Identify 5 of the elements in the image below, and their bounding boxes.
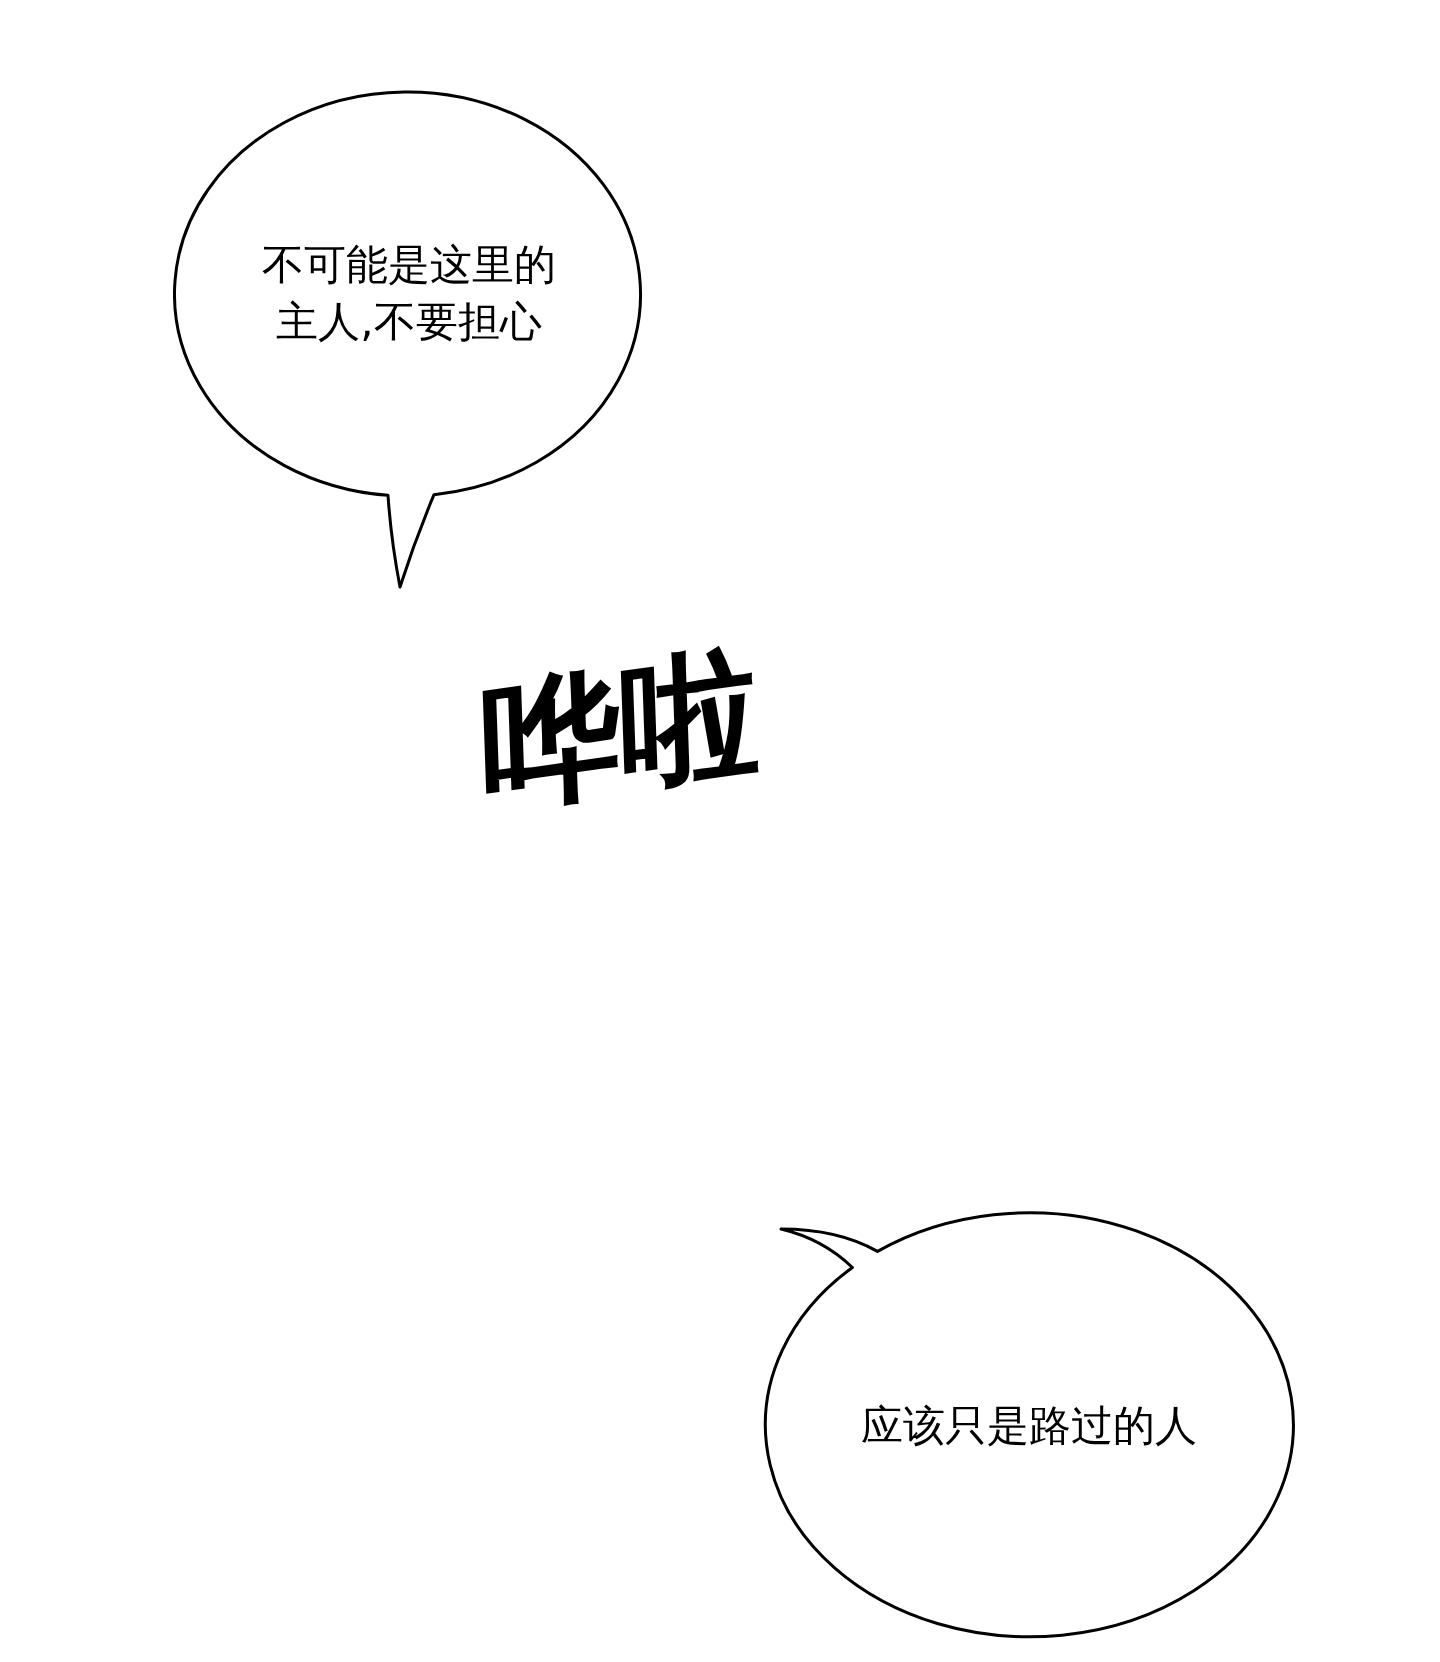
speech-bubble <box>763 1211 1295 1641</box>
speech-text: 不可能是这里的主人,不要担心 <box>261 239 557 348</box>
speech-text: 应该只是路过的人 <box>861 1399 1197 1452</box>
sound-effect-text: 哗啦 <box>478 640 762 820</box>
speech-bubble <box>173 90 643 590</box>
